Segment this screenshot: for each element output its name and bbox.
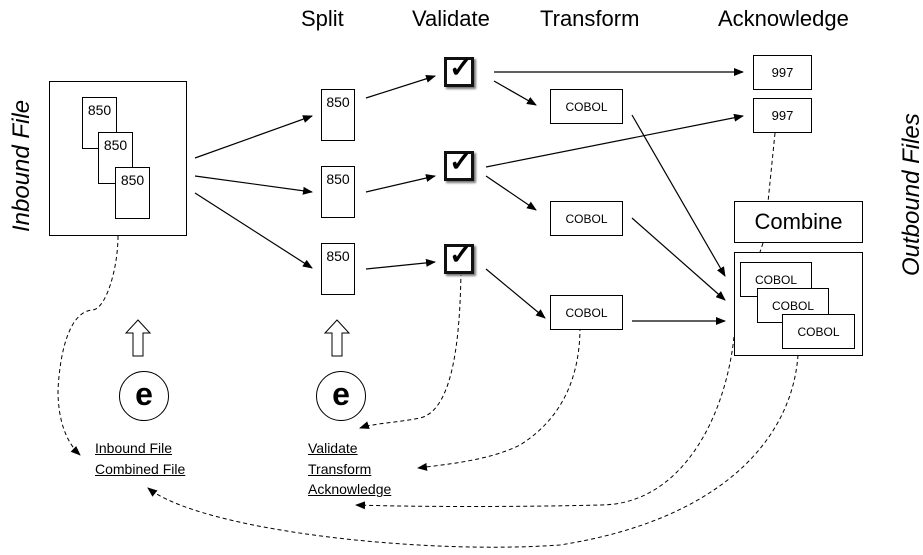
link-inbound-file[interactable]: Inbound File: [95, 440, 173, 456]
check-mark: ✓: [449, 239, 473, 270]
inbound-file[interactable]: 850 850 850: [49, 81, 187, 236]
dashed-combine-to-event-link-combined: [147, 354, 799, 548]
checkbox-checked-icon: ✓: [444, 52, 474, 87]
arrow-validate-to-transform-2: [485, 175, 537, 211]
combined-doc-cobol: COBOL: [782, 314, 855, 349]
doc-label: 850: [326, 171, 350, 187]
checkbox-checked-icon: ✓: [444, 239, 474, 274]
checkbox-checked-icon: ✓: [444, 146, 474, 181]
doc-label: 997: [771, 65, 794, 80]
doc-label: COBOL: [754, 272, 797, 287]
doc-label: 850: [326, 248, 350, 264]
doc-label: 850: [103, 137, 128, 153]
doc-label: 997: [771, 108, 794, 123]
link-validate[interactable]: Validate: [308, 440, 358, 456]
combine-label-box: Combine: [734, 201, 863, 243]
doc-label: COBOL: [565, 305, 608, 320]
combined-file[interactable]: COBOL COBOL COBOL: [734, 252, 863, 356]
dashed-inbound-to-event-link: [57, 235, 119, 456]
arrow-validate-to-transform-3: [485, 268, 546, 319]
event-glyph: e: [135, 376, 153, 412]
event-icon[interactable]: e: [316, 371, 366, 421]
up-arrow-icon: [124, 319, 152, 357]
check-mark: ✓: [449, 146, 473, 177]
link-combined-file[interactable]: Combined File: [95, 461, 186, 477]
arrow-inbound-to-split-3: [194, 192, 313, 269]
event-icon[interactable]: e: [119, 371, 169, 421]
doc-label: COBOL: [565, 99, 608, 114]
ack-doc-997[interactable]: 997: [753, 98, 812, 133]
up-arrow-icon: [323, 319, 351, 357]
arrow-split-to-validate-3: [365, 258, 436, 270]
doc-label: COBOL: [771, 298, 814, 313]
combine-label: Combine: [754, 209, 843, 234]
stage-label-validate: Validate: [412, 6, 490, 31]
link-acknowledge[interactable]: Acknowledge: [308, 481, 392, 497]
doc-label: 850: [120, 172, 145, 188]
arrow-split-to-validate-1: [365, 74, 436, 99]
side-label-inbound: Inbound File: [8, 99, 35, 232]
arrow-validate-to-ack-2: [485, 113, 744, 168]
doc-label: 850: [87, 102, 112, 118]
dashed-997-to-combine: [767, 132, 776, 203]
doc-label: 850: [326, 94, 350, 110]
event-glyph: e: [332, 376, 350, 412]
arrow-transform-to-combine-2: [631, 217, 726, 301]
arrow-validate-to-transform-1: [493, 80, 537, 106]
stage-label-acknowledge: Acknowledge: [718, 6, 849, 31]
transform-doc-cobol[interactable]: COBOL: [550, 89, 623, 124]
dashed-validate-to-event-link: [359, 271, 462, 429]
split-doc-850[interactable]: 850: [321, 166, 355, 218]
transform-doc-cobol[interactable]: COBOL: [550, 295, 623, 330]
link-transform[interactable]: Transform: [308, 461, 372, 477]
side-label-outbound: Outbound Files: [898, 113, 923, 276]
doc-label: COBOL: [565, 211, 608, 226]
arrow-transform-to-combine-1: [631, 114, 726, 277]
inbound-doc-850: 850: [115, 167, 150, 219]
split-doc-850[interactable]: 850: [321, 89, 355, 141]
stage-label-transform: Transform: [540, 6, 640, 31]
doc-label: COBOL: [797, 324, 840, 339]
arrow-split-to-validate-2: [365, 174, 436, 193]
split-doc-850[interactable]: 850: [321, 243, 355, 295]
ack-doc-997[interactable]: 997: [753, 55, 812, 90]
transform-doc-cobol[interactable]: COBOL: [550, 201, 623, 236]
check-mark: ✓: [449, 52, 473, 83]
arrow-inbound-to-split-2: [194, 175, 313, 195]
dashed-combine-to-event-link-ack: [355, 336, 735, 510]
stage-label-split: Split: [301, 6, 344, 31]
arrow-inbound-to-split-1: [194, 115, 313, 159]
dashed-combine-to-stack: [759, 242, 764, 253]
